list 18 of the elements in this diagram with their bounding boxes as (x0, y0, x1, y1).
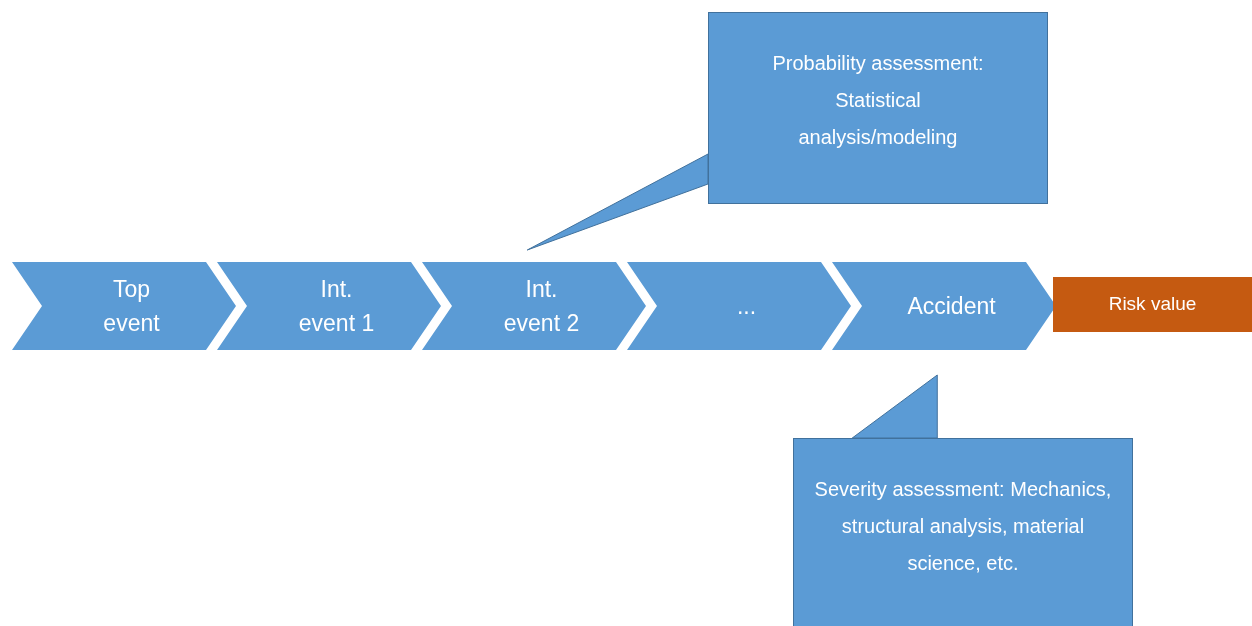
callout-pointer (526, 153, 709, 251)
node-label: Int. event 2 (502, 274, 581, 338)
node-label: Int. event 1 (297, 274, 376, 338)
node-label: Probability assessment: Statistical analysis/modeling (771, 51, 985, 150)
callout-box (708, 12, 1048, 204)
chevron-step (832, 262, 1056, 350)
chevron-step (217, 262, 441, 350)
callout-box (793, 438, 1133, 626)
callout-pointer (851, 374, 938, 439)
node-label: Top event (102, 274, 161, 338)
chevron-step (627, 262, 851, 350)
node-label: ... (736, 291, 757, 321)
chevron-step (422, 262, 646, 350)
node-label: Risk value (1108, 292, 1197, 317)
result-box (1053, 277, 1252, 332)
chevron-step (12, 262, 236, 350)
node-label: Severity assessment: Mechanics, structural analysis, material science, etc. (813, 477, 1113, 576)
node-label: Accident (907, 291, 996, 321)
